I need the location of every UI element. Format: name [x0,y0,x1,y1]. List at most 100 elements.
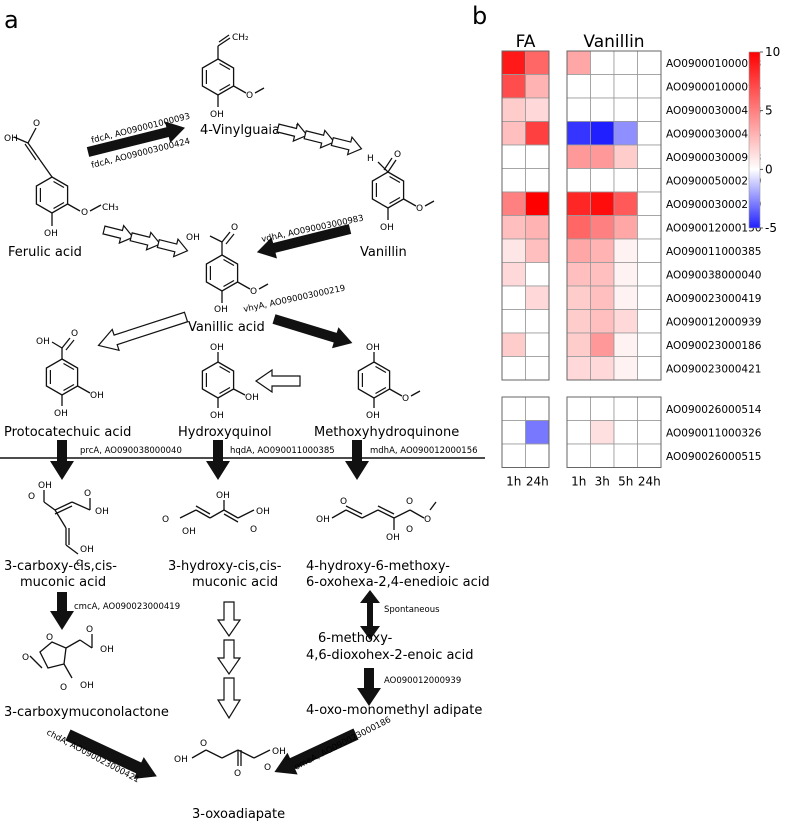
svg-text:OH: OH [80,681,94,691]
svg-text:OH: OH [256,507,270,517]
enzyme-spontaneous: Spontaneous [384,605,440,615]
gene-label: AO090012000156 [666,222,762,234]
heatmap-cell [566,332,591,357]
heatmap-cell [501,262,526,287]
mdo-label-2: 4,6-dioxohex-2-enoic acid [306,648,473,663]
svg-text:O: O [264,763,271,773]
heatmap-cell [590,420,615,445]
svg-text:OH: OH [380,223,394,233]
heatmap-cell [566,396,591,421]
svg-text:O: O [231,223,238,233]
heatmap-cell [525,191,550,216]
heatmap-cell [613,191,638,216]
spontaneous-arrow [360,590,380,640]
svg-text:O: O [60,683,67,693]
fdcA-arrow [86,121,186,157]
gene-label: AO090003000219 [666,199,761,211]
vanillin-label: Vanillin [360,245,407,260]
svg-text:O: O [162,515,169,525]
svg-text:OH: OH [182,527,196,537]
heatmap-cell [501,97,526,122]
colorbar-tick-label: 10 [765,45,780,59]
heatmap-cell [525,285,550,310]
svg-text:OH: OH [216,491,230,501]
heatmap-cell [501,191,526,216]
heatmap-cell [566,144,591,169]
gene-label: AO090012000939 [666,316,761,328]
heatmap-cell [501,50,526,75]
panel-label-a: a [4,6,19,34]
heatmap-cell [637,285,662,310]
svg-text:O: O [28,492,35,502]
svg-text:H: H [367,154,374,164]
column-label: 1h [506,475,521,489]
heatmap-cell [637,191,662,216]
heatmap-block-border [501,50,550,381]
svg-text:OH: OH [100,645,114,655]
column-label: 1h [571,475,586,489]
svg-text:OH: OH [316,515,330,525]
vanillic-acid-label: Vanillic acid [188,320,265,335]
heatmap-cell [590,121,615,146]
column-label: 24h [638,475,661,489]
svg-text:O: O [424,515,431,525]
heatmap-cell [525,420,550,445]
gene-label: AO090001000094 [666,81,762,93]
heatmap-cell [637,238,662,263]
heatmap-cell [525,215,550,240]
column-label: 5h [618,475,633,489]
heatmap-cell [525,144,550,169]
svg-text:OH: OH [186,233,200,243]
hydroxymuconic-label-2: muconic acid [192,575,278,590]
carboxymuconolactone-structure [29,634,93,679]
gene-label: AO090023000419 [666,293,761,305]
mdhA-arrow [345,440,369,480]
heatmap-cell [590,144,615,169]
heatmap-cell [590,332,615,357]
heatmap-cell [501,443,526,468]
ferulic-acid-label: Ferulic acid [8,245,82,260]
heatmap-cell [566,443,591,468]
svg-text:O: O [250,525,257,535]
ao939-arrow [357,668,381,706]
heatmap-cell [566,285,591,310]
heatmap-block-border [501,396,550,468]
cmcA-arrow [50,592,74,630]
heatmap-cell [613,74,638,99]
svg-text:OH: OH [38,481,52,491]
heatmap-cell [501,238,526,263]
svg-text:OH: OH [210,411,224,421]
heatmap-cell [566,309,591,334]
svg-text:CH₃: CH₃ [102,203,119,213]
svg-text:OH: OH [44,229,58,239]
svg-text:O: O [340,497,347,507]
heatmap-cell [501,309,526,334]
heatmap-cell [501,285,526,310]
svg-text:O: O [33,119,40,129]
heatmap-cell [613,50,638,75]
heatmap-cell [637,215,662,240]
oxomonomethyl-label: 4-oxo-monomethyl adipate [306,703,482,718]
heatmap-cell [613,144,638,169]
svg-text:O: O [416,204,423,214]
svg-text:O: O [234,769,241,779]
heatmap-cell [590,356,615,381]
heatmap-cell [501,420,526,445]
heatmap-cell [525,356,550,381]
heatmap-cell [525,168,550,193]
svg-text:O: O [71,329,78,339]
vinylguaiacol-structure: CH₂ O OH [201,33,265,120]
heatmap-cell [613,97,638,122]
arrows [50,121,381,779]
heatmap-cell [590,191,615,216]
heatmap-cell [501,144,526,169]
oxoadipate-structure [191,749,271,766]
heatmap-cell [613,443,638,468]
heatmap-cell [501,356,526,381]
svg-text:OH: OH [210,110,224,120]
ferulic-acid-structure: OH O O CH₃ OH [4,119,119,239]
omeA-arrow [274,728,359,775]
heatmap-cell [525,97,550,122]
vanillic-acid-structure: OH O O OH [186,223,269,315]
gene-label: AO090011000385 [666,246,761,258]
